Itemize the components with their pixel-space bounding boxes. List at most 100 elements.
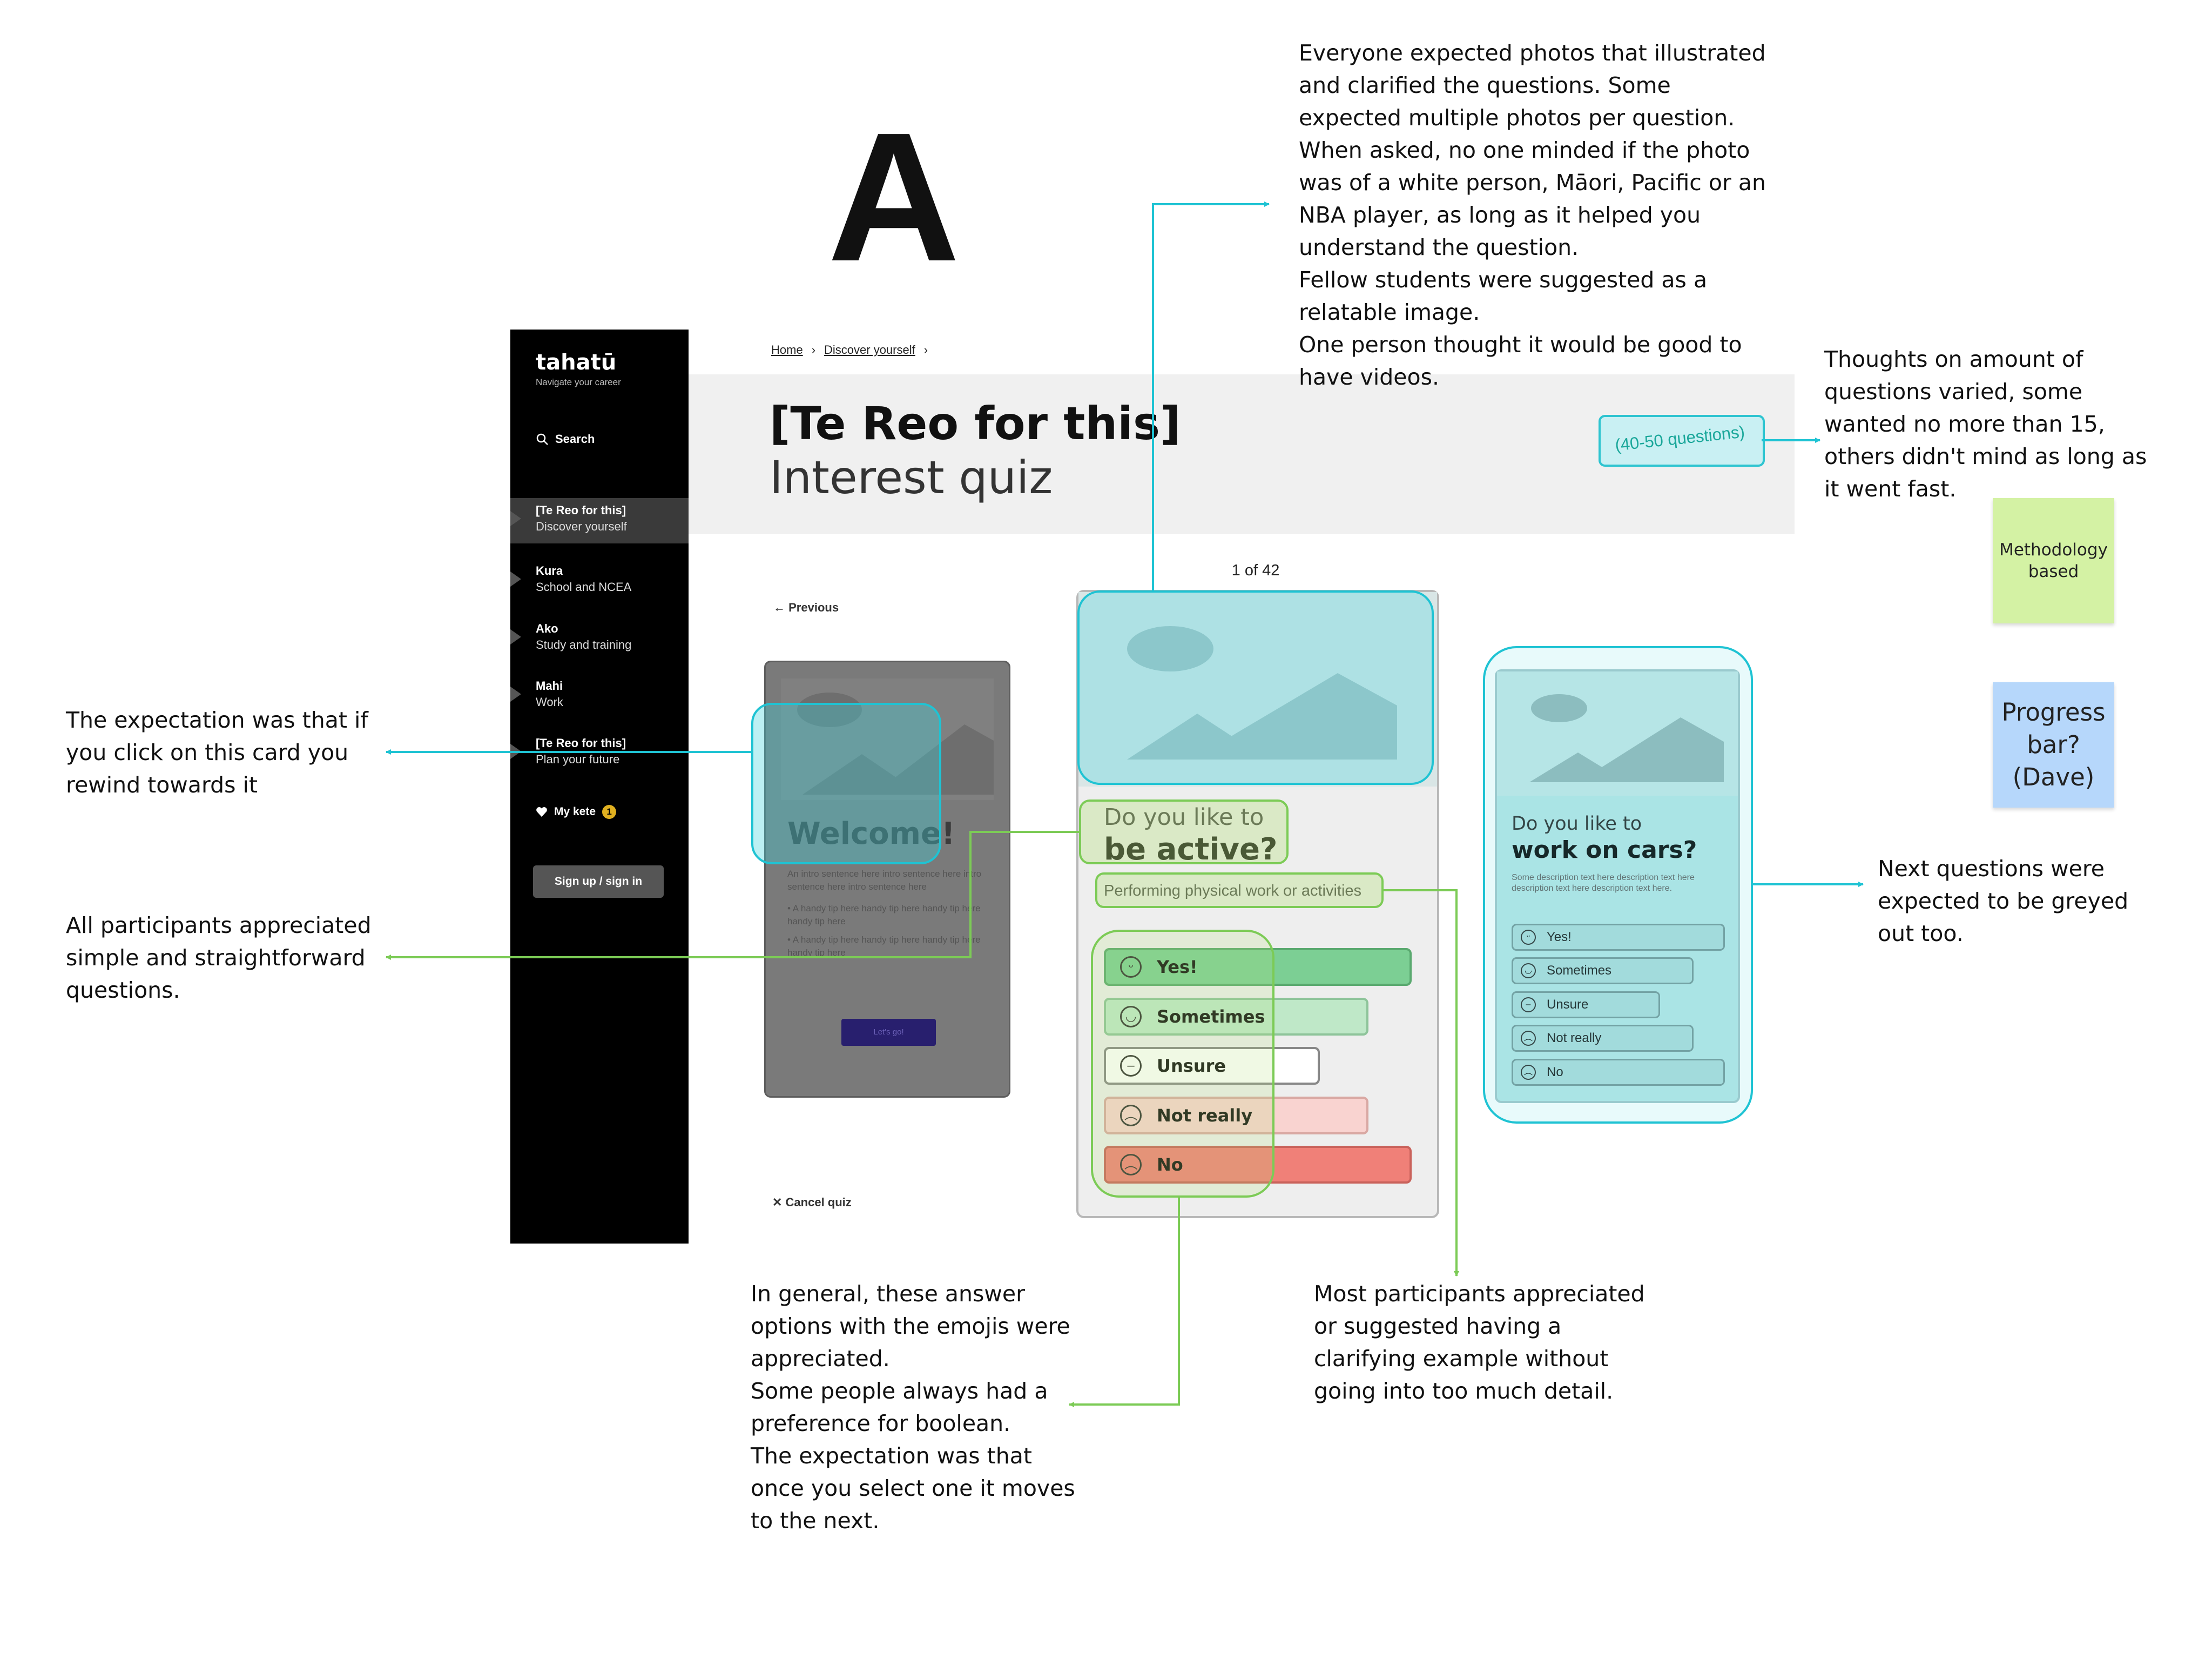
- breadcrumb: Home › Discover yourself ›: [771, 343, 928, 357]
- caret-icon: [510, 629, 521, 644]
- progress-counter: 1 of 42: [1231, 562, 1280, 579]
- highlight-welcome-card: [751, 703, 941, 864]
- neutral-icon: –: [1120, 1055, 1142, 1077]
- page-subtitle: Interest quiz: [770, 451, 1053, 504]
- answer-label: Not really: [1157, 1105, 1253, 1126]
- sidebar-item-title: [Te Reo for this]: [536, 736, 626, 750]
- question-count-annotation: (40-50 questions): [1599, 415, 1765, 467]
- sidebar-item-subtitle: Plan your future: [536, 752, 620, 766]
- welcome-text: An intro sentence here intro sentence he…: [787, 868, 987, 959]
- note-photos: Everyone expected photos that illustrate…: [1299, 40, 1766, 390]
- caret-icon: [510, 572, 521, 587]
- logo-tagline: Navigate your career: [536, 377, 621, 387]
- cancel-quiz-button[interactable]: ✕ Cancel quiz: [772, 1195, 852, 1210]
- image-placeholder-icon: [781, 678, 994, 800]
- next-question-prefix: Do you like to: [1512, 813, 1642, 835]
- connector-simple: [386, 831, 1080, 960]
- next-answer-label: Yes!: [1547, 930, 1572, 944]
- welcome-tip: • A handy tip here handy tip here handy …: [787, 903, 981, 926]
- sidebar-item-subtitle: Discover yourself: [536, 520, 627, 533]
- caret-icon: [510, 511, 521, 526]
- answer-not-really[interactable]: ︵Not really: [1104, 1097, 1368, 1134]
- sidebar-item-title: Kura: [536, 564, 563, 577]
- answer-no[interactable]: ︵No: [1104, 1146, 1412, 1184]
- question-prefix: Do you like to: [1104, 804, 1264, 831]
- sidebar-item-title: [Te Reo for this]: [536, 503, 626, 517]
- highlight-question-description: [1095, 872, 1384, 908]
- image-placeholder-icon: [1078, 592, 1437, 787]
- smile-icon: ◡: [1120, 1006, 1142, 1027]
- variant-letter: A: [827, 95, 960, 300]
- sticky-text: Methodology: [1999, 540, 2108, 560]
- connector-example: [1382, 889, 1459, 1276]
- sidebar-item-kura[interactable]: Kura School and NCEA: [510, 559, 689, 604]
- answer-sometimes[interactable]: ◡ Sometimes: [1104, 998, 1368, 1036]
- signin-button[interactable]: Sign up / sign in: [533, 865, 664, 898]
- sidebar-item-subtitle: Study and training: [536, 638, 632, 651]
- highlight-question-image: [1077, 590, 1434, 785]
- sticky-text: (Dave): [2012, 763, 2095, 791]
- search-button[interactable]: Search: [536, 432, 595, 446]
- logo[interactable]: tahatū: [536, 350, 617, 375]
- sidebar-item-subtitle: Work: [536, 695, 563, 709]
- search-label: Search: [555, 432, 595, 446]
- sidebar-item-mahi[interactable]: Mahi Work: [510, 674, 689, 719]
- next-answer-yes: ᵕ Yes!: [1512, 924, 1725, 951]
- lets-go-button[interactable]: Let's go!: [841, 1019, 936, 1046]
- question-main: be active?: [1104, 832, 1278, 867]
- next-question-description: Some description text here description t…: [1512, 873, 1695, 893]
- sticky-text: based: [2028, 562, 2079, 581]
- my-kete-link[interactable]: My kete 1: [536, 805, 617, 819]
- next-answer-not-really: ︵Not really: [1512, 1025, 1694, 1052]
- sidebar-item-title: Mahi: [536, 679, 563, 693]
- next-answer-label: No: [1547, 1065, 1563, 1079]
- sticky-text: Progress: [2001, 698, 2106, 727]
- welcome-tip-text: A handy tip here handy tip here handy ti…: [787, 935, 981, 958]
- cancel-quiz-label: Cancel quiz: [785, 1195, 852, 1209]
- answer-unsure[interactable]: –Unsure: [1104, 1047, 1320, 1085]
- breadcrumb-discover[interactable]: Discover yourself: [824, 343, 915, 357]
- sidebar-item-subtitle: School and NCEA: [536, 580, 632, 594]
- welcome-tip: • A handy tip here handy tip here handy …: [787, 935, 981, 958]
- heart-icon: [536, 807, 547, 817]
- next-answer-sometimes: ◡Sometimes: [1512, 957, 1694, 984]
- answer-label: Yes!: [1157, 957, 1198, 977]
- welcome-title: Welcome!: [787, 816, 955, 851]
- next-answer-no: ︵No: [1512, 1059, 1725, 1086]
- sidebar-item-ako[interactable]: Ako Study and training: [510, 616, 689, 662]
- sidebar-item-discover[interactable]: [Te Reo for this] Discover yourself: [510, 498, 689, 543]
- connector-emojis: [1069, 1197, 1180, 1407]
- sticky-text: bar?: [2027, 730, 2080, 759]
- sticky-progress-bar[interactable]: Progress bar? (Dave): [1993, 682, 2114, 808]
- grin-icon: ᵕ: [1521, 930, 1536, 945]
- sidebar-item-plan[interactable]: [Te Reo for this] Plan your future: [510, 731, 689, 776]
- chevron-right-icon: ›: [811, 343, 816, 357]
- previous-button[interactable]: ← Previous: [773, 601, 839, 615]
- next-question-main: work on cars?: [1512, 836, 1697, 864]
- arrow-left-icon: ←: [773, 601, 789, 614]
- connector-photos: [1152, 201, 1270, 592]
- search-icon: [536, 433, 548, 445]
- close-icon: ✕: [772, 1195, 786, 1209]
- breadcrumb-home[interactable]: Home: [771, 343, 803, 357]
- highlight-next-card: [1483, 646, 1753, 1124]
- sticky-methodology[interactable]: Methodology based: [1993, 498, 2114, 623]
- neutral-icon: –: [1521, 997, 1536, 1012]
- previous-label: Previous: [788, 601, 839, 614]
- answer-label: Unsure: [1157, 1056, 1226, 1076]
- next-answer-label: Sometimes: [1547, 963, 1612, 978]
- question-description: Performing physical work or activities: [1104, 882, 1362, 899]
- answer-label: Sometimes: [1157, 1006, 1265, 1027]
- caret-icon: [510, 687, 521, 702]
- kete-count-badge: 1: [602, 805, 617, 819]
- highlight-answer-emojis: [1091, 930, 1274, 1198]
- sidebar-item-title: Ako: [536, 622, 558, 635]
- next-answer-label: Not really: [1547, 1031, 1602, 1045]
